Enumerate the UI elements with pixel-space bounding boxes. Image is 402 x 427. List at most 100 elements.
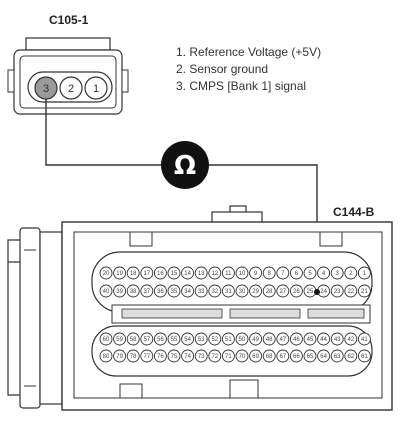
c144-pin-label: 4 [322, 271, 326, 277]
c144-pin-75: 75 [167, 349, 181, 363]
c144-pin-label: 34 [184, 289, 191, 295]
c144-pin-47: 47 [276, 332, 290, 346]
c144-pin-label: 70 [239, 354, 246, 360]
c144-pin-80: 80 [99, 349, 113, 363]
c105-pin-2: 2 [59, 76, 83, 100]
pin-legend: 1. Reference Voltage (+5V) 2. Sensor gro… [176, 45, 321, 93]
c144-pin-label: 6 [295, 271, 299, 277]
c144-pin-label: 67 [279, 354, 286, 360]
c144-pin-label: 27 [279, 289, 286, 295]
c144-pin-50: 50 [235, 332, 249, 346]
c144-pin-65: 65 [303, 349, 317, 363]
c144-pin-16: 16 [153, 266, 167, 280]
c144-pin-label: 30 [239, 289, 246, 295]
c144-pin-36: 36 [153, 284, 167, 298]
c144-pin-label: 5 [308, 271, 312, 277]
c144-pin-label: 17 [143, 271, 150, 277]
ohm-icon: Ω [174, 151, 196, 181]
c105-pin-1-label: 1 [93, 83, 99, 95]
c144-pin-label: 71 [225, 354, 232, 360]
c144-pin-39: 39 [113, 284, 127, 298]
c144-pin-4: 4 [317, 266, 331, 280]
c144-pin-label: 40 [103, 289, 110, 295]
c144-pin-label: 75 [171, 354, 178, 360]
c144-pin-21: 21 [357, 284, 371, 298]
c144-pin-17: 17 [140, 266, 154, 280]
c144-pin-label: 1 [363, 271, 367, 277]
c144-pin-1: 1 [357, 266, 371, 280]
c144-pin-label: 76 [157, 354, 164, 360]
c144-pin-23: 23 [330, 284, 344, 298]
c144-pin-label: 9 [254, 271, 258, 277]
c144-pin-58: 58 [126, 332, 140, 346]
c144-pin-25: 25 [303, 284, 317, 298]
c144-pin-label: 32 [211, 289, 218, 295]
c144-pin-29: 29 [249, 284, 263, 298]
c144-pin-68: 68 [262, 349, 276, 363]
c144-pin-51: 51 [221, 332, 235, 346]
c144-pin-43: 43 [330, 332, 344, 346]
c144-pin-label: 77 [143, 354, 150, 360]
connector-c105-1: 3 2 1 [7, 37, 129, 115]
c144-pin-70: 70 [235, 349, 249, 363]
c144-pin-label: 56 [157, 337, 164, 343]
c144-pin-label: 59 [116, 337, 123, 343]
c144-pin-label: 39 [116, 289, 123, 295]
c144-pin-52: 52 [208, 332, 222, 346]
c144-pin-69: 69 [249, 349, 263, 363]
c144-pin-15: 15 [167, 266, 181, 280]
c144-pin-10: 10 [235, 266, 249, 280]
c144-pin-label: 29 [252, 289, 259, 295]
c144-pin-73: 73 [194, 349, 208, 363]
c144-pin-13: 13 [194, 266, 208, 280]
c105-pin-2-label: 2 [68, 83, 74, 95]
c144-pin-20: 20 [99, 266, 113, 280]
c144-pin-label: 54 [184, 337, 191, 343]
c144-pin-56: 56 [153, 332, 167, 346]
c144-pin-label: 79 [116, 354, 123, 360]
c144-pin-label: 47 [279, 337, 286, 343]
c144-pin-64: 64 [317, 349, 331, 363]
c144-pin-76: 76 [153, 349, 167, 363]
c144-pin-79: 79 [113, 349, 127, 363]
c144-pin-label: 21 [361, 289, 368, 295]
c144-pin-7: 7 [276, 266, 290, 280]
c144-pin-12: 12 [208, 266, 222, 280]
c144-pin-label: 35 [171, 289, 178, 295]
c105-pin-3: 3 [34, 76, 58, 100]
c144-pin-label: 66 [293, 354, 300, 360]
c144-pin-67: 67 [276, 349, 290, 363]
connector-c105-label: C105-1 [49, 13, 89, 27]
c144-pin-label: 73 [198, 354, 205, 360]
c144-pin-label: 14 [184, 271, 191, 277]
c144-pin-55: 55 [167, 332, 181, 346]
c144-pin-label: 52 [211, 337, 218, 343]
c144-pin-label: 18 [130, 271, 137, 277]
c144-pin-label: 20 [103, 271, 110, 277]
c105-pin-1: 1 [84, 76, 108, 100]
c144-pin-59: 59 [113, 332, 127, 346]
c144-pin-label: 8 [268, 271, 272, 277]
c144-pin-label: 78 [130, 354, 137, 360]
legend-item-1: 1. Reference Voltage (+5V) [176, 45, 321, 59]
c144-pin-27: 27 [276, 284, 290, 298]
c144-pin-label: 28 [266, 289, 273, 295]
c144-pin-label: 51 [225, 337, 232, 343]
c144-pin-label: 11 [225, 271, 232, 277]
c144-pin-label: 10 [239, 271, 246, 277]
c144-pin-8: 8 [262, 266, 276, 280]
c144-pin-35: 35 [167, 284, 181, 298]
c144-pin-66: 66 [289, 349, 303, 363]
c144-pin-label: 41 [361, 337, 368, 343]
c144-pin-34: 34 [181, 284, 195, 298]
c144-pin-label: 23 [334, 289, 341, 295]
c144-pin-57: 57 [140, 332, 154, 346]
legend-item-3: 3. CMPS [Bank 1] signal [176, 79, 306, 93]
c144-pin-label: 74 [184, 354, 191, 360]
c144-pin-77: 77 [140, 349, 154, 363]
c144-pin-label: 43 [334, 337, 341, 343]
